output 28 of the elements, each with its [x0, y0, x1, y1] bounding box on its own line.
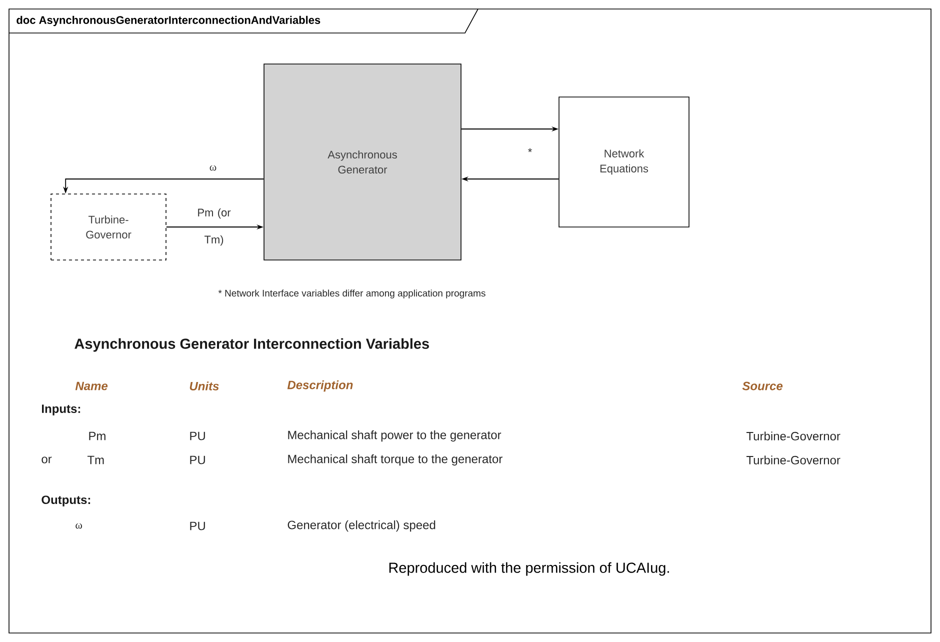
- edge-label: ω: [210, 165, 216, 171]
- table-title: Asynchronous Generator Interconnection Variables: [74, 338, 429, 352]
- table-cell: Turbine-Governor: [746, 432, 840, 440]
- table-cell: PU: [190, 432, 205, 440]
- row-group-label: Outputs:: [42, 496, 90, 506]
- generator-box: Asynchronous Generator: [264, 64, 462, 260]
- table-cell: ω: [76, 523, 82, 529]
- table-cell: or: [42, 456, 52, 464]
- table-cell: Turbine-Governor: [746, 456, 840, 464]
- footnote: * Network Interface variables differ among application programs: [218, 290, 486, 298]
- table-cell: Pm: [89, 432, 106, 440]
- column-header: Units: [190, 382, 219, 390]
- network-box: Network Equations: [558, 96, 690, 228]
- row-group-label: Inputs:: [42, 404, 80, 416]
- edge-label: *: [526, 147, 534, 157]
- column-header: Source: [742, 382, 783, 390]
- column-header: Name: [75, 382, 108, 390]
- table-cell: Mechanical shaft power to the generator: [288, 430, 502, 442]
- edge-label: Pm (or Tm): [198, 208, 231, 246]
- permission-note: Reproduced with the permission of UCAIug.: [389, 562, 669, 576]
- column-header: Description: [287, 380, 353, 392]
- table-cell: Mechanical shaft torque to the generator: [288, 454, 502, 466]
- turbine-governor-box: Turbine-Governor: [50, 194, 166, 260]
- table-cell: PU: [190, 522, 205, 530]
- frame-tab: doc AsynchronousGeneratorInterconnectionAndVariables: [8, 8, 478, 34]
- table-cell: Tm: [87, 456, 104, 464]
- table-cell: PU: [190, 456, 205, 464]
- table-cell: Generator (electrical) speed: [288, 520, 436, 532]
